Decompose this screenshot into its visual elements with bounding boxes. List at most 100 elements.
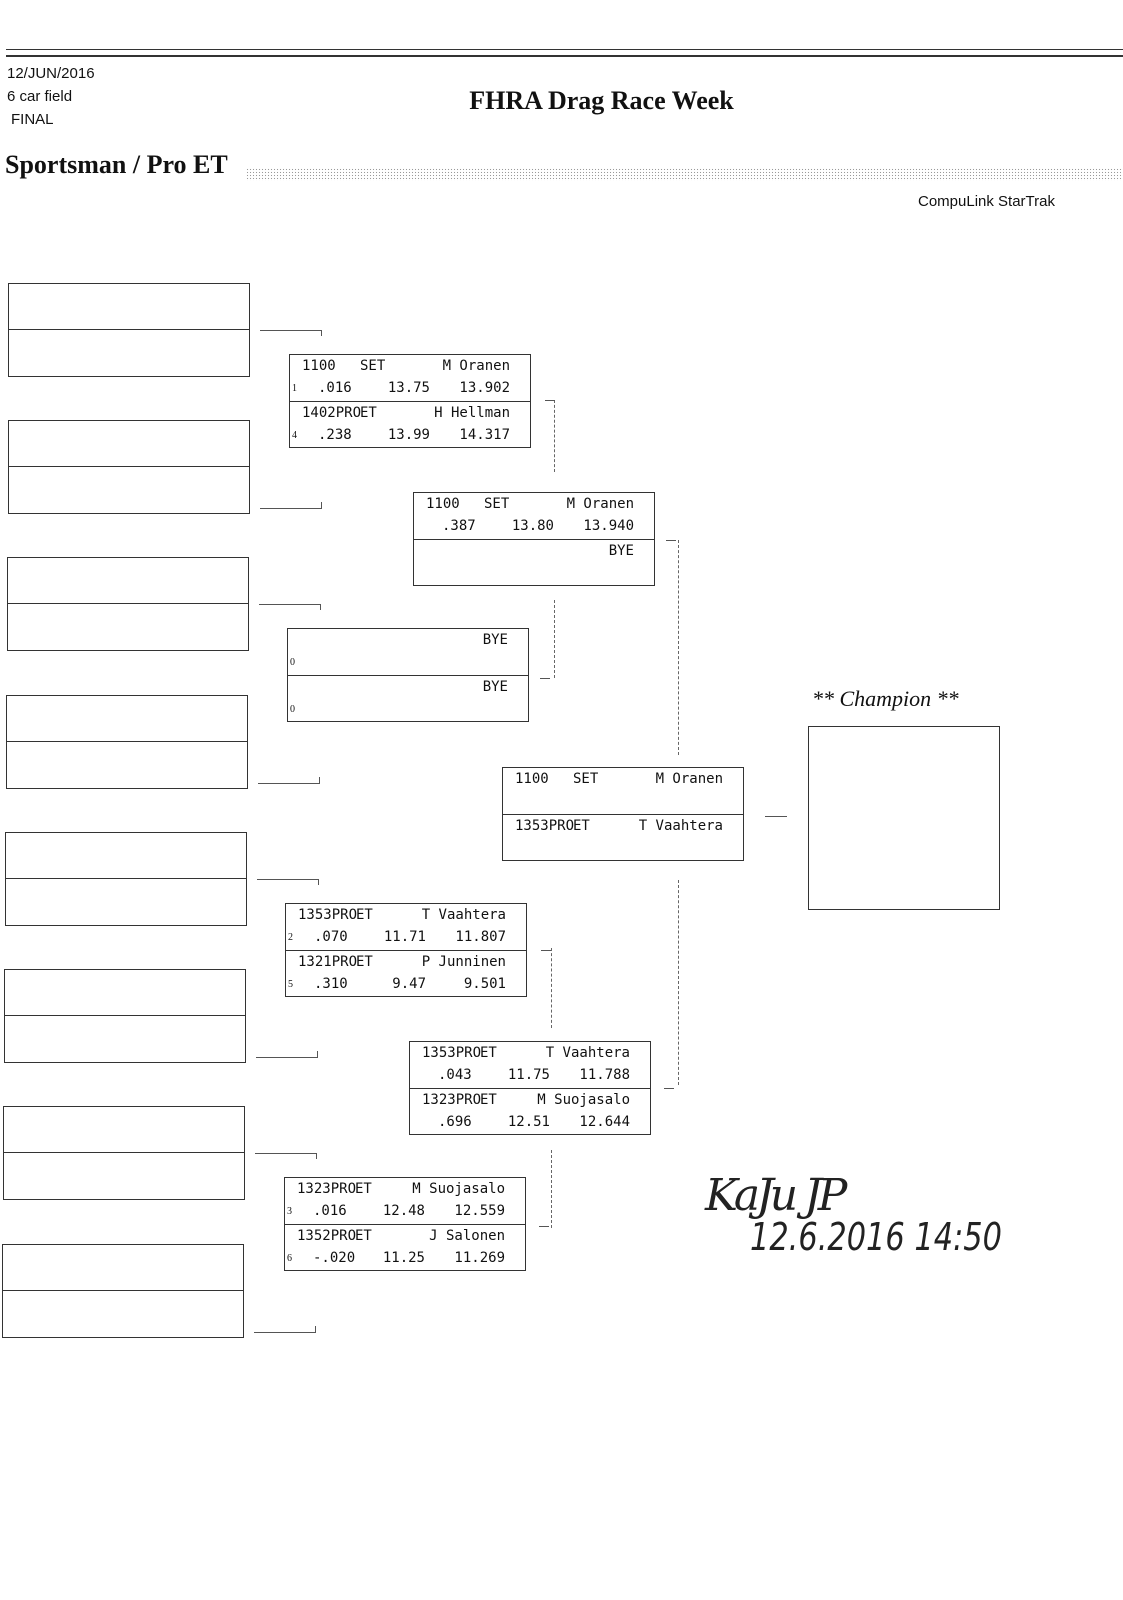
signature: KaJu JP 12.6.2016 14:50 (705, 1170, 1065, 1259)
racer-class: ET (356, 954, 373, 970)
racer-rt: .016 (318, 380, 352, 396)
racer-class: SET (360, 358, 386, 374)
racer-car: 1321PRO (298, 954, 358, 970)
racer-seed: 0 (290, 704, 295, 715)
racer-et: 13.902 (459, 380, 510, 396)
section-shading (246, 168, 1123, 181)
connector-tick (318, 879, 319, 885)
racer-rt: .238 (318, 427, 352, 443)
racer-et: 9.501 (463, 976, 506, 992)
racer-dial: 12.51 (507, 1114, 550, 1130)
racer-name: M Oranen (566, 496, 634, 512)
connector-tick (315, 1326, 316, 1332)
racer-name: T Vaahtera (545, 1045, 630, 1061)
stage-label: FINAL (11, 111, 54, 128)
racer-class: ET (355, 1228, 372, 1244)
connector-line (260, 330, 322, 331)
racer-name: M Oranen (655, 771, 723, 787)
connector-line (257, 879, 319, 880)
connector-dashed (554, 400, 555, 472)
racer-dial: 12.48 (382, 1203, 425, 1219)
racer-class: ET (573, 818, 590, 834)
connector-line (541, 950, 551, 951)
racer-seed: 0 (290, 657, 295, 668)
connector-line (259, 604, 321, 605)
racer-rt: .043 (438, 1067, 472, 1083)
empty-slot-box (8, 283, 250, 377)
racer-seed: 6 (287, 1253, 292, 1264)
racer-name: BYE (608, 543, 634, 559)
empty-slot-box (7, 557, 249, 651)
racer-class: ET (480, 1092, 497, 1108)
racer-car: 1100 (515, 771, 549, 787)
section-title: Sportsman / Pro ET (5, 150, 228, 179)
racer-seed: 2 (288, 932, 293, 943)
racer-class: SET (484, 496, 510, 512)
racer-et: 13.940 (583, 518, 634, 534)
connector-dashed (554, 600, 555, 678)
slot-divider (6, 878, 246, 879)
empty-slot-box (5, 832, 247, 926)
slot-divider (8, 603, 248, 604)
connector-line (258, 783, 320, 784)
racer-name: M Suojasalo (412, 1181, 505, 1197)
brand-label: CompuLink StarTrak (918, 193, 1055, 210)
racer-class: ET (355, 1181, 372, 1197)
connector-tick (321, 502, 322, 508)
top-rule (6, 55, 1123, 57)
empty-slot-box (3, 1106, 245, 1200)
event-date: 12/JUN/2016 (7, 65, 95, 82)
top-rule (6, 49, 1123, 50)
racer-rt: .016 (313, 1203, 347, 1219)
racer-name: J Salonen (429, 1228, 505, 1244)
racer-seed: 3 (287, 1206, 292, 1217)
racer-car: 1323PRO (297, 1181, 357, 1197)
connector-dashed (678, 880, 679, 1085)
racer-class: ET (480, 1045, 497, 1061)
racer-rt: .696 (438, 1114, 472, 1130)
empty-slot-box (2, 1244, 244, 1338)
racer-dial: 9.47 (392, 976, 426, 992)
racer-dial: 11.71 (383, 929, 426, 945)
racer-name: T Vaahtera (638, 818, 723, 834)
racer-et: 11.788 (579, 1067, 630, 1083)
empty-slot-box (8, 420, 250, 514)
racer-name: M Suojasalo (537, 1092, 630, 1108)
signature-datetime: 12.6.2016 14:50 (750, 1215, 1002, 1259)
slot-divider (4, 1152, 244, 1153)
racer-car: 1100 (302, 358, 336, 374)
connector-line (254, 1332, 316, 1333)
connector-tick (316, 1153, 317, 1159)
champion-label: ** Champion ** (812, 686, 959, 711)
racer-class: SET (573, 771, 599, 787)
final-connector (765, 816, 787, 817)
racer-dial: 13.75 (387, 380, 430, 396)
racer-dial: 11.75 (507, 1067, 550, 1083)
racer-name: BYE (482, 679, 508, 695)
racer-et: 14.317 (459, 427, 510, 443)
connector-dashed (678, 540, 679, 755)
connector-line (260, 508, 322, 509)
racer-car: 1353PRO (515, 818, 575, 834)
racer-rt: .070 (314, 929, 348, 945)
racer-car: 1402PRO (302, 405, 362, 421)
connector-line (255, 1153, 317, 1154)
racer-name: T Vaahtera (421, 907, 506, 923)
racer-et: 11.269 (454, 1250, 505, 1266)
racer-car: 1353PRO (298, 907, 358, 923)
racer-entry: BYE (414, 539, 654, 586)
racer-car: 1353PRO (422, 1045, 482, 1061)
